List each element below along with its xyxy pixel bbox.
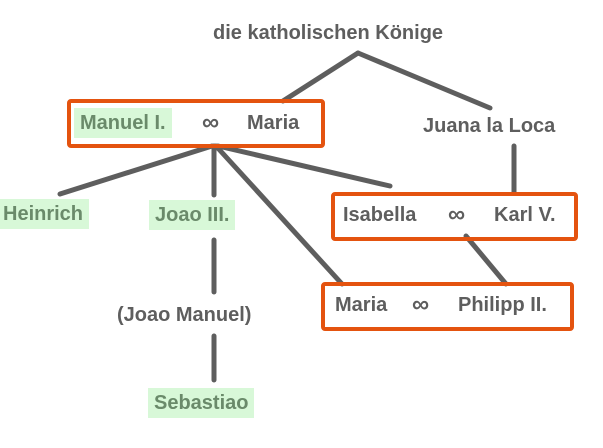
node-maria-spouse: Maria <box>247 112 300 134</box>
couple-manuel-maria <box>67 99 325 148</box>
title-catholic-monarchs: die katholischen Könige <box>213 22 444 44</box>
couple-maria-philipp <box>321 282 574 331</box>
node-maria-daughter: Maria <box>335 294 388 316</box>
node-juana: Juana la Loca <box>423 115 556 137</box>
couple-isabella-karl <box>331 192 578 241</box>
node-joao3: Joao III. <box>149 200 236 230</box>
marriage-symbol: ∞ <box>202 109 220 136</box>
node-isabella: Isabella <box>343 204 417 226</box>
node-manuel: Manuel I. <box>74 108 172 138</box>
node-joao-manuel: (Joao Manuel) <box>117 304 252 326</box>
edge-kings-juana <box>355 50 493 111</box>
node-philipp: Philipp II. <box>458 294 547 316</box>
edge-manuel-isabella <box>215 143 393 189</box>
edge-kings-manuel <box>280 50 361 104</box>
marriage-symbol: ∞ <box>448 201 466 228</box>
marriage-symbol: ∞ <box>412 291 430 318</box>
edge-couple-maria <box>463 233 509 287</box>
node-sebastiao: Sebastiao <box>148 388 255 418</box>
edge-manuel-maria <box>213 143 345 287</box>
node-heinrich: Heinrich <box>0 199 90 229</box>
node-karl: Karl V. <box>494 204 556 226</box>
edge-manuel-heinrich <box>57 143 215 197</box>
